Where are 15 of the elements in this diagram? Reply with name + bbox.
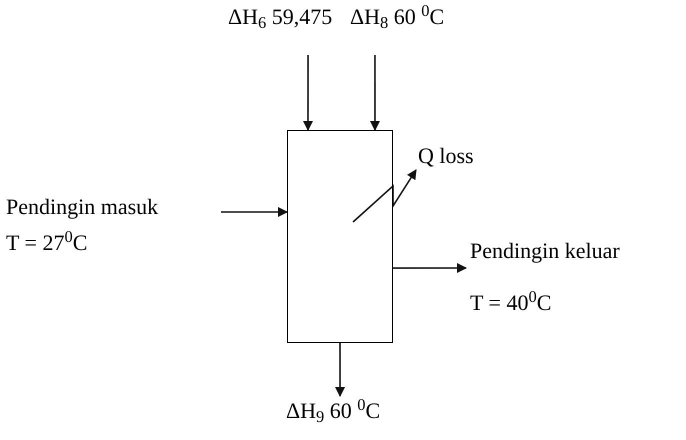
stream-label: T = 27$^{0}$C xyxy=(6,232,88,254)
stream-label: T = 40$^{0}$C xyxy=(470,292,552,314)
arrow xyxy=(370,55,380,131)
arrow xyxy=(335,343,346,397)
arrow xyxy=(393,263,467,273)
stream-label: Q loss xyxy=(418,145,474,167)
stream-label: ΔH$_{6}$ 59,475 xyxy=(228,6,332,28)
arrow xyxy=(303,55,313,131)
stream-label: Pendingin masuk xyxy=(6,196,158,218)
arrow xyxy=(221,207,288,217)
stream-label: ΔH$_{8}$ 60 $^{0}$C xyxy=(350,6,444,28)
stream-label: ΔH$_{9}$ 60 $^{0}$C xyxy=(286,400,380,422)
arrow xyxy=(352,169,417,223)
stream-label: Pendingin keluar xyxy=(470,240,620,262)
unit-box xyxy=(287,130,393,343)
